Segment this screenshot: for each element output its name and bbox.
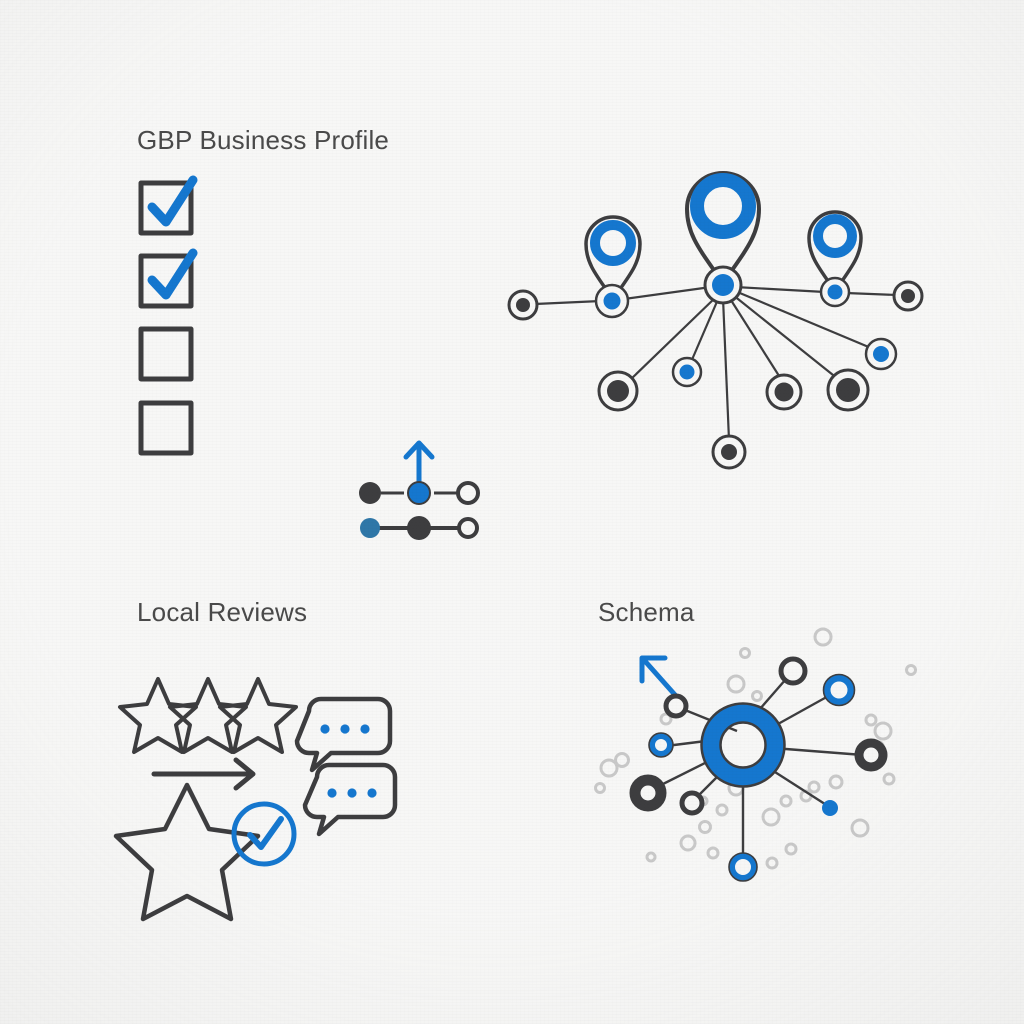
bubble-dot — [340, 724, 350, 734]
map-pin-network — [507, 171, 924, 470]
arrow-right-icon — [151, 757, 256, 791]
star-rating-row[interactable] — [118, 677, 298, 754]
comment-bubble-2[interactable] — [302, 762, 398, 837]
arrow-up-icon — [403, 440, 435, 484]
toggle-dot-hollow — [457, 517, 479, 539]
schema-node-bottom-blue[interactable] — [728, 852, 758, 882]
schema-node-left-heavy-dark[interactable] — [629, 774, 667, 812]
schema-graph — [594, 627, 917, 882]
network-node-far-right[interactable] — [892, 280, 924, 312]
network-edges — [534, 285, 898, 441]
network-node-pin-right-base[interactable] — [819, 276, 851, 308]
toggle-row-bottom[interactable] — [360, 516, 479, 540]
toggle-dot-active — [407, 481, 431, 505]
network-hub-node[interactable] — [703, 265, 743, 305]
check-icon — [147, 248, 198, 300]
arrow-up-left-icon — [639, 655, 679, 699]
checkbox-2[interactable] — [138, 248, 198, 309]
schema-node-top-dark[interactable] — [778, 656, 808, 686]
bubble-dot — [327, 788, 337, 798]
toggle-dot-muted-blue — [360, 518, 380, 538]
toggle-dot-hollow — [456, 481, 480, 505]
toggle-dot-dark — [359, 482, 381, 504]
network-node-right-blue[interactable] — [864, 337, 898, 371]
check-icon — [147, 175, 198, 227]
checkbox-1[interactable] — [138, 175, 198, 236]
network-node-lower-right-b[interactable] — [826, 368, 870, 412]
bubble-dot — [320, 724, 330, 734]
schema-node-left-blue[interactable] — [648, 732, 674, 758]
gbp-checklist — [138, 175, 198, 456]
comment-bubble-1[interactable] — [294, 696, 393, 773]
schema-node-top-right-blue[interactable] — [822, 673, 856, 707]
schema-node-upper-left-dark[interactable] — [663, 693, 689, 719]
bubble-dot — [347, 788, 357, 798]
schema-node-right-dark[interactable] — [854, 738, 888, 772]
network-node-inner-left[interactable] — [671, 356, 703, 388]
network-node-far-left[interactable] — [507, 289, 539, 321]
network-node-lower-left[interactable] — [597, 370, 639, 412]
network-node-pin-left-base[interactable] — [594, 283, 630, 319]
checkbox-3[interactable] — [138, 326, 194, 382]
local-reviews-art — [113, 677, 398, 922]
checkbox-4[interactable] — [138, 400, 194, 456]
network-node-bottom[interactable] — [711, 434, 747, 470]
toggle-widget[interactable] — [359, 440, 480, 540]
featured-star-icon — [113, 782, 261, 922]
schema-node-bottom-left-dark[interactable] — [679, 790, 705, 816]
schema-node-lower-right-blue-dot[interactable] — [822, 800, 838, 816]
schema-hub-node[interactable] — [700, 702, 786, 788]
toggle-dot-dark-large — [407, 516, 431, 540]
bubble-dot — [360, 724, 370, 734]
toggle-row-top[interactable] — [359, 481, 480, 505]
network-node-lower-right-a[interactable] — [765, 373, 803, 411]
bubble-dot — [367, 788, 377, 798]
